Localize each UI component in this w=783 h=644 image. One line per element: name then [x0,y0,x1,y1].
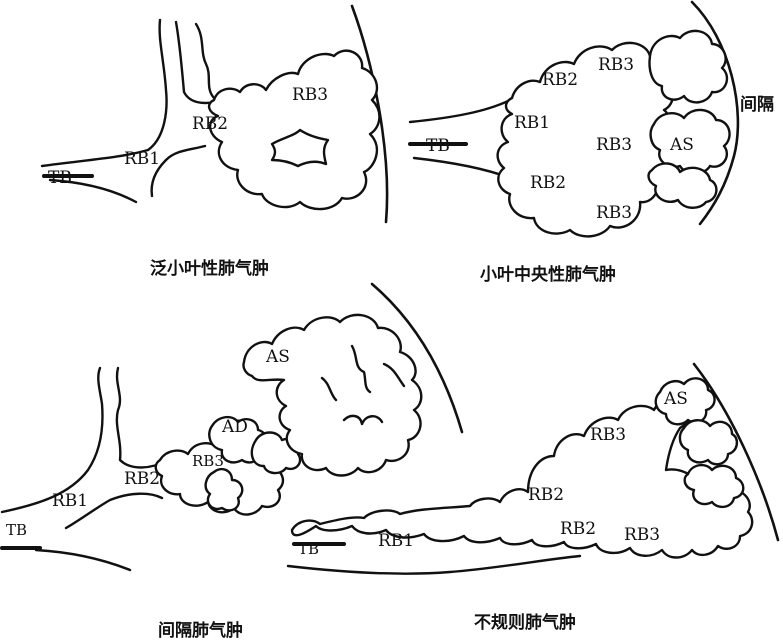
airway-wall [40,18,168,168]
airway-wall [194,22,216,100]
diagram-label: RB2 [124,469,160,489]
acinus-lumen [270,128,330,168]
pleura-line [692,362,780,542]
airway-wall [286,554,582,575]
diagram-label: RB2 [192,114,228,134]
alveolar-sac [649,108,731,175]
diagram-label: RB1 [378,531,414,551]
panel-centrilobular: TB RB1 RB2 RB3 RB3 RB2 RB3 AS 间隔 小叶中央性肺气… [408,0,774,285]
diagram-label: TB [48,168,72,188]
diagram-label: TB [426,136,450,156]
alveolar-sac [647,162,718,209]
airway-wall [115,366,170,469]
panel-panlobular: TB RB1 RB2 RB3 泛小叶性肺气肿 [40,4,389,279]
airway-wall [174,20,217,105]
panel-irregular: TB RB1 RB2 RB2 RB3 RB3 AS 不规则肺气肿 [286,362,780,633]
diagram-label: RB2 [542,70,578,90]
diagram-label: RB2 [530,173,566,193]
diagram-label: RB3 [624,525,660,545]
airway-wall [408,96,516,124]
diagram-label: RB3 [596,203,632,223]
alveolar-septum [382,362,406,388]
diagram-label: RB3 [598,55,634,75]
diagram-label: RB2 [528,485,564,505]
diagram-label: RB3 [192,452,224,470]
pleura-line [350,4,389,224]
diagram-label: TB [298,540,319,558]
acinus-outline [207,49,381,211]
alveolar-septum [350,344,372,394]
diagram-label: RB2 [560,519,596,539]
panel-caption: 泛小叶性肺气肿 [150,258,269,279]
panel-caption: 不规则肺气肿 [474,612,576,633]
alveolar-sac [678,419,739,466]
airway-wall [48,178,138,204]
septum-label: 间隔 [740,94,774,115]
diagram-label: AD [221,417,248,437]
diagram-label: AS [265,347,290,367]
diagram-label: RB1 [52,491,88,511]
airway-wall [64,492,164,530]
diagram-label: RB1 [514,113,550,133]
alveolar-septum [320,376,338,402]
acinus-outline [496,41,675,238]
alveolar-septum [342,414,384,426]
diagram-label: RB3 [292,85,328,105]
pleura-line [690,0,740,226]
diagram-label: TB [6,521,27,539]
alveolar-sac [683,463,745,509]
alveolar-sac [648,29,729,104]
alveolar-sac [204,468,244,512]
airway-wall [412,156,512,180]
airway-wall [150,144,207,198]
panel-caption: 间隔肺气肿 [158,620,243,641]
pleura-line [370,282,464,434]
airway-wall [34,548,132,572]
diagram-label: RB3 [590,425,626,445]
airway-wall [0,366,104,514]
diagram-label: AS [669,135,694,155]
panel-paraseptal: TB RB1 RB2 RB3 AD AS 间隔肺气肿 [0,282,464,641]
diagram-label: RB1 [124,149,160,169]
diagram-label: RB3 [596,135,632,155]
diagram-label: AS [663,389,688,409]
panel-caption: 小叶中央性肺气肿 [480,264,616,285]
alveolar-sac [654,377,716,426]
